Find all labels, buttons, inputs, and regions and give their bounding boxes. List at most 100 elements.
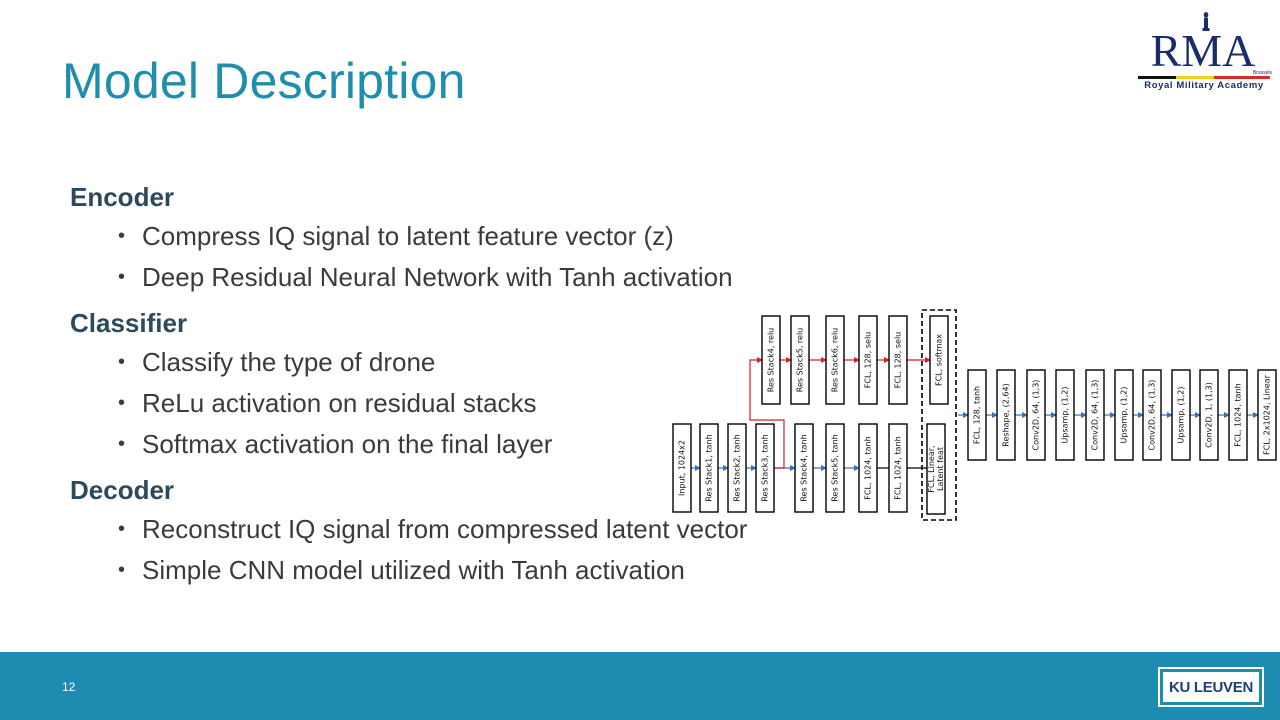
- decoder-block: Conv2D, 64, (1,3): [1142, 369, 1162, 461]
- bullet-item: • Classify the type of drone: [70, 342, 870, 383]
- diagram-block-label: Upsamp, (1,2): [1177, 387, 1186, 444]
- diagram-block-label: FCL, 2x1024, Linear: [1263, 374, 1272, 455]
- bullet-item: • Compress IQ signal to latent feature ve…: [70, 216, 870, 257]
- rma-letters: RMA: [1151, 25, 1256, 76]
- diagram-block-label: Conv2D, 64, (1,3): [1148, 380, 1157, 451]
- bullet-item: • Reconstruct IQ signal from compressed l…: [70, 509, 870, 550]
- classifier-block: FCL, softmax: [929, 315, 949, 405]
- diagram-block-label: Res Stack5, tanh: [831, 434, 840, 501]
- bullet-text: ReLu activation on residual stacks: [142, 388, 537, 418]
- bullet-text: Compress IQ signal to latent feature vec…: [142, 221, 674, 251]
- section-heading: Decoder: [70, 475, 175, 505]
- decoder-block: FCL, 128, tanh: [967, 369, 987, 461]
- decoder-block: Conv2D, 1, (1,3): [1199, 369, 1219, 461]
- classifier-block: Res Stack5, relu: [790, 315, 810, 405]
- encoder-block: FCL, 1024, tanh: [888, 423, 908, 513]
- diagram-block-label: Reshape, (2,64): [1002, 383, 1011, 446]
- diagram-blocks: Input, 1024x2 Res Stack1, tanh Res Stack2,…: [672, 315, 1277, 515]
- classifier-block: Res Stack4, relu: [761, 315, 781, 405]
- diagram-block-label: Latent feat: [936, 447, 945, 491]
- model-architecture-diagram: Input, 1024x2 Res Stack1, tanh Res Stack2,…: [672, 309, 1277, 521]
- bullet-item: • Deep Residual Neural Network with Tanh …: [70, 257, 870, 298]
- bullet-text: Deep Residual Neural Network with Tanh a…: [142, 262, 733, 292]
- diagram-block-label: Input, 1024x2: [678, 440, 687, 496]
- diagram-block-label: Res Stack2, tanh: [733, 434, 742, 501]
- decoder-block: Upsamp, (1,2): [1171, 369, 1191, 461]
- decoder-block: Upsamp, (1,2): [1055, 369, 1075, 461]
- encoder-block: Input, 1024x2: [672, 423, 692, 513]
- diagram-block-label: Res Stack4, relu: [767, 328, 776, 392]
- classifier-block: Res Stack6, relu: [825, 315, 845, 405]
- diagram-block-label: FCL, 128, selu: [894, 332, 903, 388]
- decoder-block: Reshape, (2,64): [996, 369, 1016, 461]
- diagram-block-label: FCL, 1024, tanh: [894, 436, 903, 499]
- encoder-block: Res Stack3, tanh: [755, 423, 775, 513]
- bullet-item: • Softmax activation on the final layer: [70, 424, 870, 465]
- bullet-text: Classify the type of drone: [142, 347, 436, 377]
- decoder-block: Upsamp, (1,2): [1114, 369, 1134, 461]
- encoder-block: FCL, 1024, tanh: [858, 423, 878, 513]
- bullet-item: • Simple CNN model utilized with Tanh act…: [70, 550, 870, 591]
- bullet-text: Simple CNN model utilized with Tanh acti…: [142, 555, 685, 585]
- diagram-arrows: [691, 309, 1259, 521]
- encoder-block: Res Stack2, tanh: [727, 423, 747, 513]
- latent-dashed-region: [921, 309, 957, 521]
- slide-title: Model Description: [62, 53, 466, 109]
- diagram-block-label: FCL, 128, selu: [864, 332, 873, 388]
- diagram-block-label: FCL, Linear,: [927, 445, 936, 492]
- section-heading: Encoder: [70, 182, 175, 212]
- rma-logo: RMA Brussels Royal Military Academy: [1138, 12, 1273, 91]
- bullet-text: Reconstruct IQ signal from compressed la…: [142, 514, 748, 544]
- bullet-text: Softmax activation on the final layer: [142, 429, 553, 459]
- decoder-block: FCL, 1024, tanh: [1228, 369, 1248, 461]
- classifier-block: FCL, 128, selu: [858, 315, 878, 405]
- section-heading: Classifier: [70, 308, 188, 338]
- bullet-list: • Classify the type of drone • ReLu activa…: [70, 342, 870, 465]
- diagram-block-label: Upsamp, (1,2): [1061, 387, 1070, 444]
- bullet-item: • ReLu activation on residual stacks: [70, 383, 870, 424]
- section-encoder: Encoder • Compress IQ signal to latent fe…: [70, 178, 870, 298]
- diagram-block-label: Conv2D, 64, (1,3): [1032, 380, 1041, 451]
- diagram-block-label: FCL, softmax: [935, 334, 944, 386]
- bullet-dot-icon: •: [118, 266, 126, 288]
- classifier-branch-arrow: [749, 357, 785, 469]
- encoder-block: Res Stack4, tanh: [794, 423, 814, 513]
- classifier-block: FCL, 128, selu: [888, 315, 908, 405]
- page-number: 12: [62, 680, 76, 694]
- bullet-dot-icon: •: [118, 433, 126, 455]
- section-decoder: Decoder • Reconstruct IQ signal from comp…: [70, 471, 870, 591]
- encoder-block: Res Stack1, tanh: [699, 423, 719, 513]
- rma-city: Brussels: [1253, 70, 1273, 76]
- decoder-block: Conv2D, 64, (1,3): [1085, 369, 1105, 461]
- diagram-block-label: Upsamp, (1,2): [1120, 387, 1129, 444]
- diagram-block-label: Res Stack6, relu: [831, 328, 840, 392]
- bullet-list: • Compress IQ signal to latent feature ve…: [70, 216, 870, 298]
- diagram-block-label: Res Stack5, relu: [796, 328, 805, 392]
- belgian-flag-stripes: [1138, 76, 1270, 79]
- diagram-block-label: FCL, 1024, tanh: [1234, 383, 1243, 446]
- diagram-block-label: FCL, 128, tanh: [973, 386, 982, 444]
- diagram-block-label: Conv2D, 1, (1,3): [1205, 382, 1214, 448]
- decoder-block: FCL, 2x1024, Linear: [1257, 369, 1277, 461]
- decoder-block: Conv2D, 64, (1,3): [1026, 369, 1046, 461]
- diagram-block-label: FCL, 1024, tanh: [864, 436, 873, 499]
- bullet-dot-icon: •: [118, 518, 126, 540]
- bullet-dot-icon: •: [118, 559, 126, 581]
- ku-leuven-logo: KU LEUVEN: [1158, 667, 1264, 707]
- diagram-block-label: Res Stack1, tanh: [705, 434, 714, 501]
- diagram-block-label: Res Stack4, tanh: [800, 434, 809, 501]
- bullet-dot-icon: •: [118, 392, 126, 414]
- bullet-list: • Reconstruct IQ signal from compressed l…: [70, 509, 870, 591]
- encoder-block: Res Stack5, tanh: [825, 423, 845, 513]
- footer-bar: 12 KU LEUVEN: [0, 652, 1280, 720]
- bullet-dot-icon: •: [118, 351, 126, 373]
- latent-block: FCL, Linear,Latent feat: [926, 423, 946, 515]
- statue-icon: [1202, 12, 1210, 31]
- ku-leuven-logo-plate: KU LEUVEN: [1163, 672, 1259, 702]
- rma-caption: Royal Military Academy: [1144, 80, 1264, 91]
- section-classifier: Classifier • Classify the type of drone •…: [70, 304, 870, 465]
- slide-content: Encoder • Compress IQ signal to latent fe…: [70, 178, 870, 597]
- diagram-block-label: Res Stack3, tanh: [761, 434, 770, 501]
- ku-leuven-logo-text: KU LEUVEN: [1169, 678, 1253, 696]
- bullet-dot-icon: •: [118, 225, 126, 247]
